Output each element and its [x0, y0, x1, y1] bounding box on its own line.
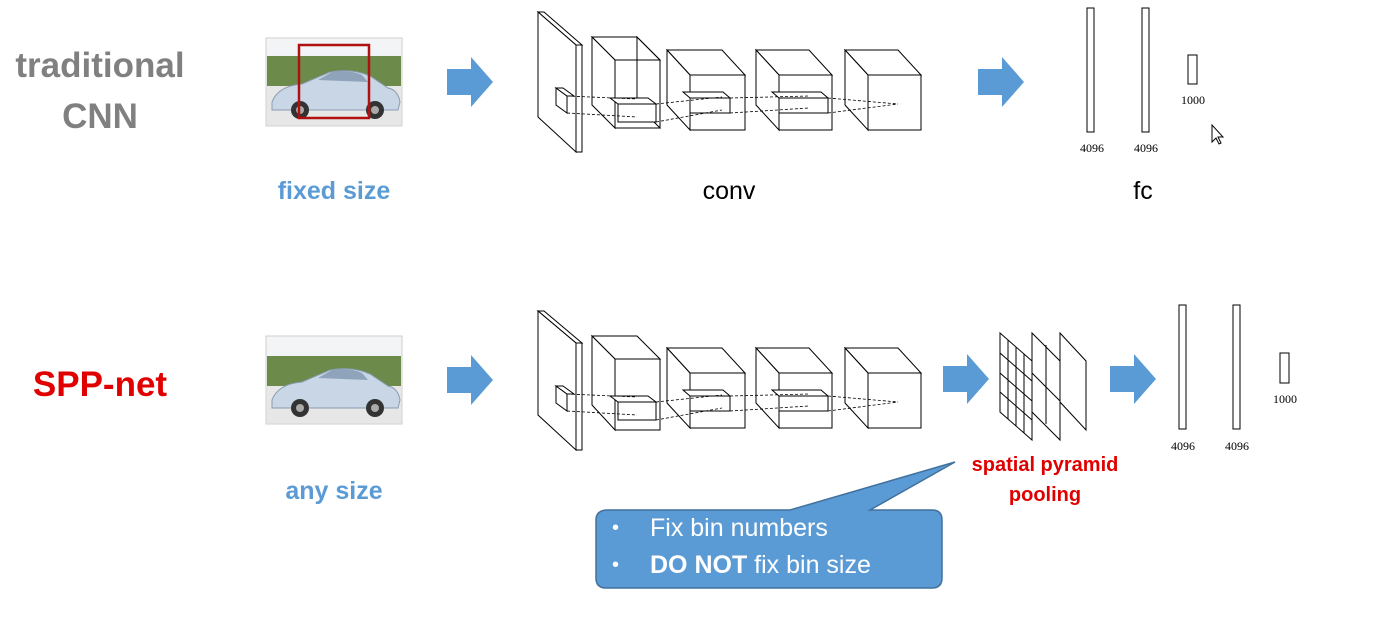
- fc-dim-label: 4096: [1225, 439, 1249, 453]
- bullet-dot-icon: •: [612, 554, 620, 576]
- conv-layers: [536, 10, 923, 154]
- input-size-label: any size: [285, 477, 382, 505]
- crop-box: [297, 43, 371, 120]
- car-photo-icon: [265, 37, 403, 127]
- callout-bullet-text: fix bin size: [747, 551, 871, 579]
- flow-arrow-icon: [447, 355, 493, 405]
- bullet-dot-icon: •: [612, 517, 620, 539]
- fc-dim-label: 4096: [1080, 141, 1104, 155]
- row-traditional-cnn: traditional CNN fixed size: [15, 7, 1225, 205]
- callout-bullet-text: Fix bin numbers: [650, 514, 828, 542]
- fc-dim-label: 4096: [1134, 141, 1158, 155]
- fc-dim-label: 1000: [1273, 392, 1297, 406]
- input-size-label: fixed size: [278, 177, 391, 205]
- spp-label-line2: pooling: [1009, 484, 1081, 506]
- flow-arrow-icon: [943, 354, 989, 404]
- conv-label: conv: [703, 177, 756, 205]
- row-spp-net: SPP-net any size: [33, 304, 1297, 589]
- flow-arrow-icon: [1110, 354, 1156, 404]
- mouse-pointer-icon: [1211, 123, 1225, 145]
- conv-layers: [536, 309, 923, 452]
- callout-bullet-2: • DO NOT fix bin size: [596, 547, 941, 584]
- row-title-line2: CNN: [62, 97, 138, 136]
- row-title-line1: traditional: [15, 46, 184, 85]
- callout-bubble: [595, 461, 956, 589]
- spp-label-line1: spatial pyramid: [972, 454, 1119, 476]
- row-title: SPP-net: [33, 365, 168, 404]
- fc-dim-label: 4096: [1171, 439, 1195, 453]
- fc-layers: 4096 4096 1000: [1171, 304, 1297, 453]
- fc-layers: 4096 4096 1000: [1080, 7, 1205, 155]
- flow-arrow-icon: [978, 57, 1024, 107]
- fc-dim-label: 1000: [1181, 93, 1205, 107]
- spatial-pyramid-grids: [999, 331, 1087, 442]
- fc-label: fc: [1133, 177, 1152, 205]
- flow-arrow-icon: [447, 57, 493, 107]
- callout-bullets: • Fix bin numbers • DO NOT fix bin size: [596, 510, 941, 588]
- callout-bullet-emphasis: DO NOT: [650, 551, 748, 579]
- car-photo-icon: [265, 335, 403, 425]
- callout-bullet-1: • Fix bin numbers: [596, 510, 941, 547]
